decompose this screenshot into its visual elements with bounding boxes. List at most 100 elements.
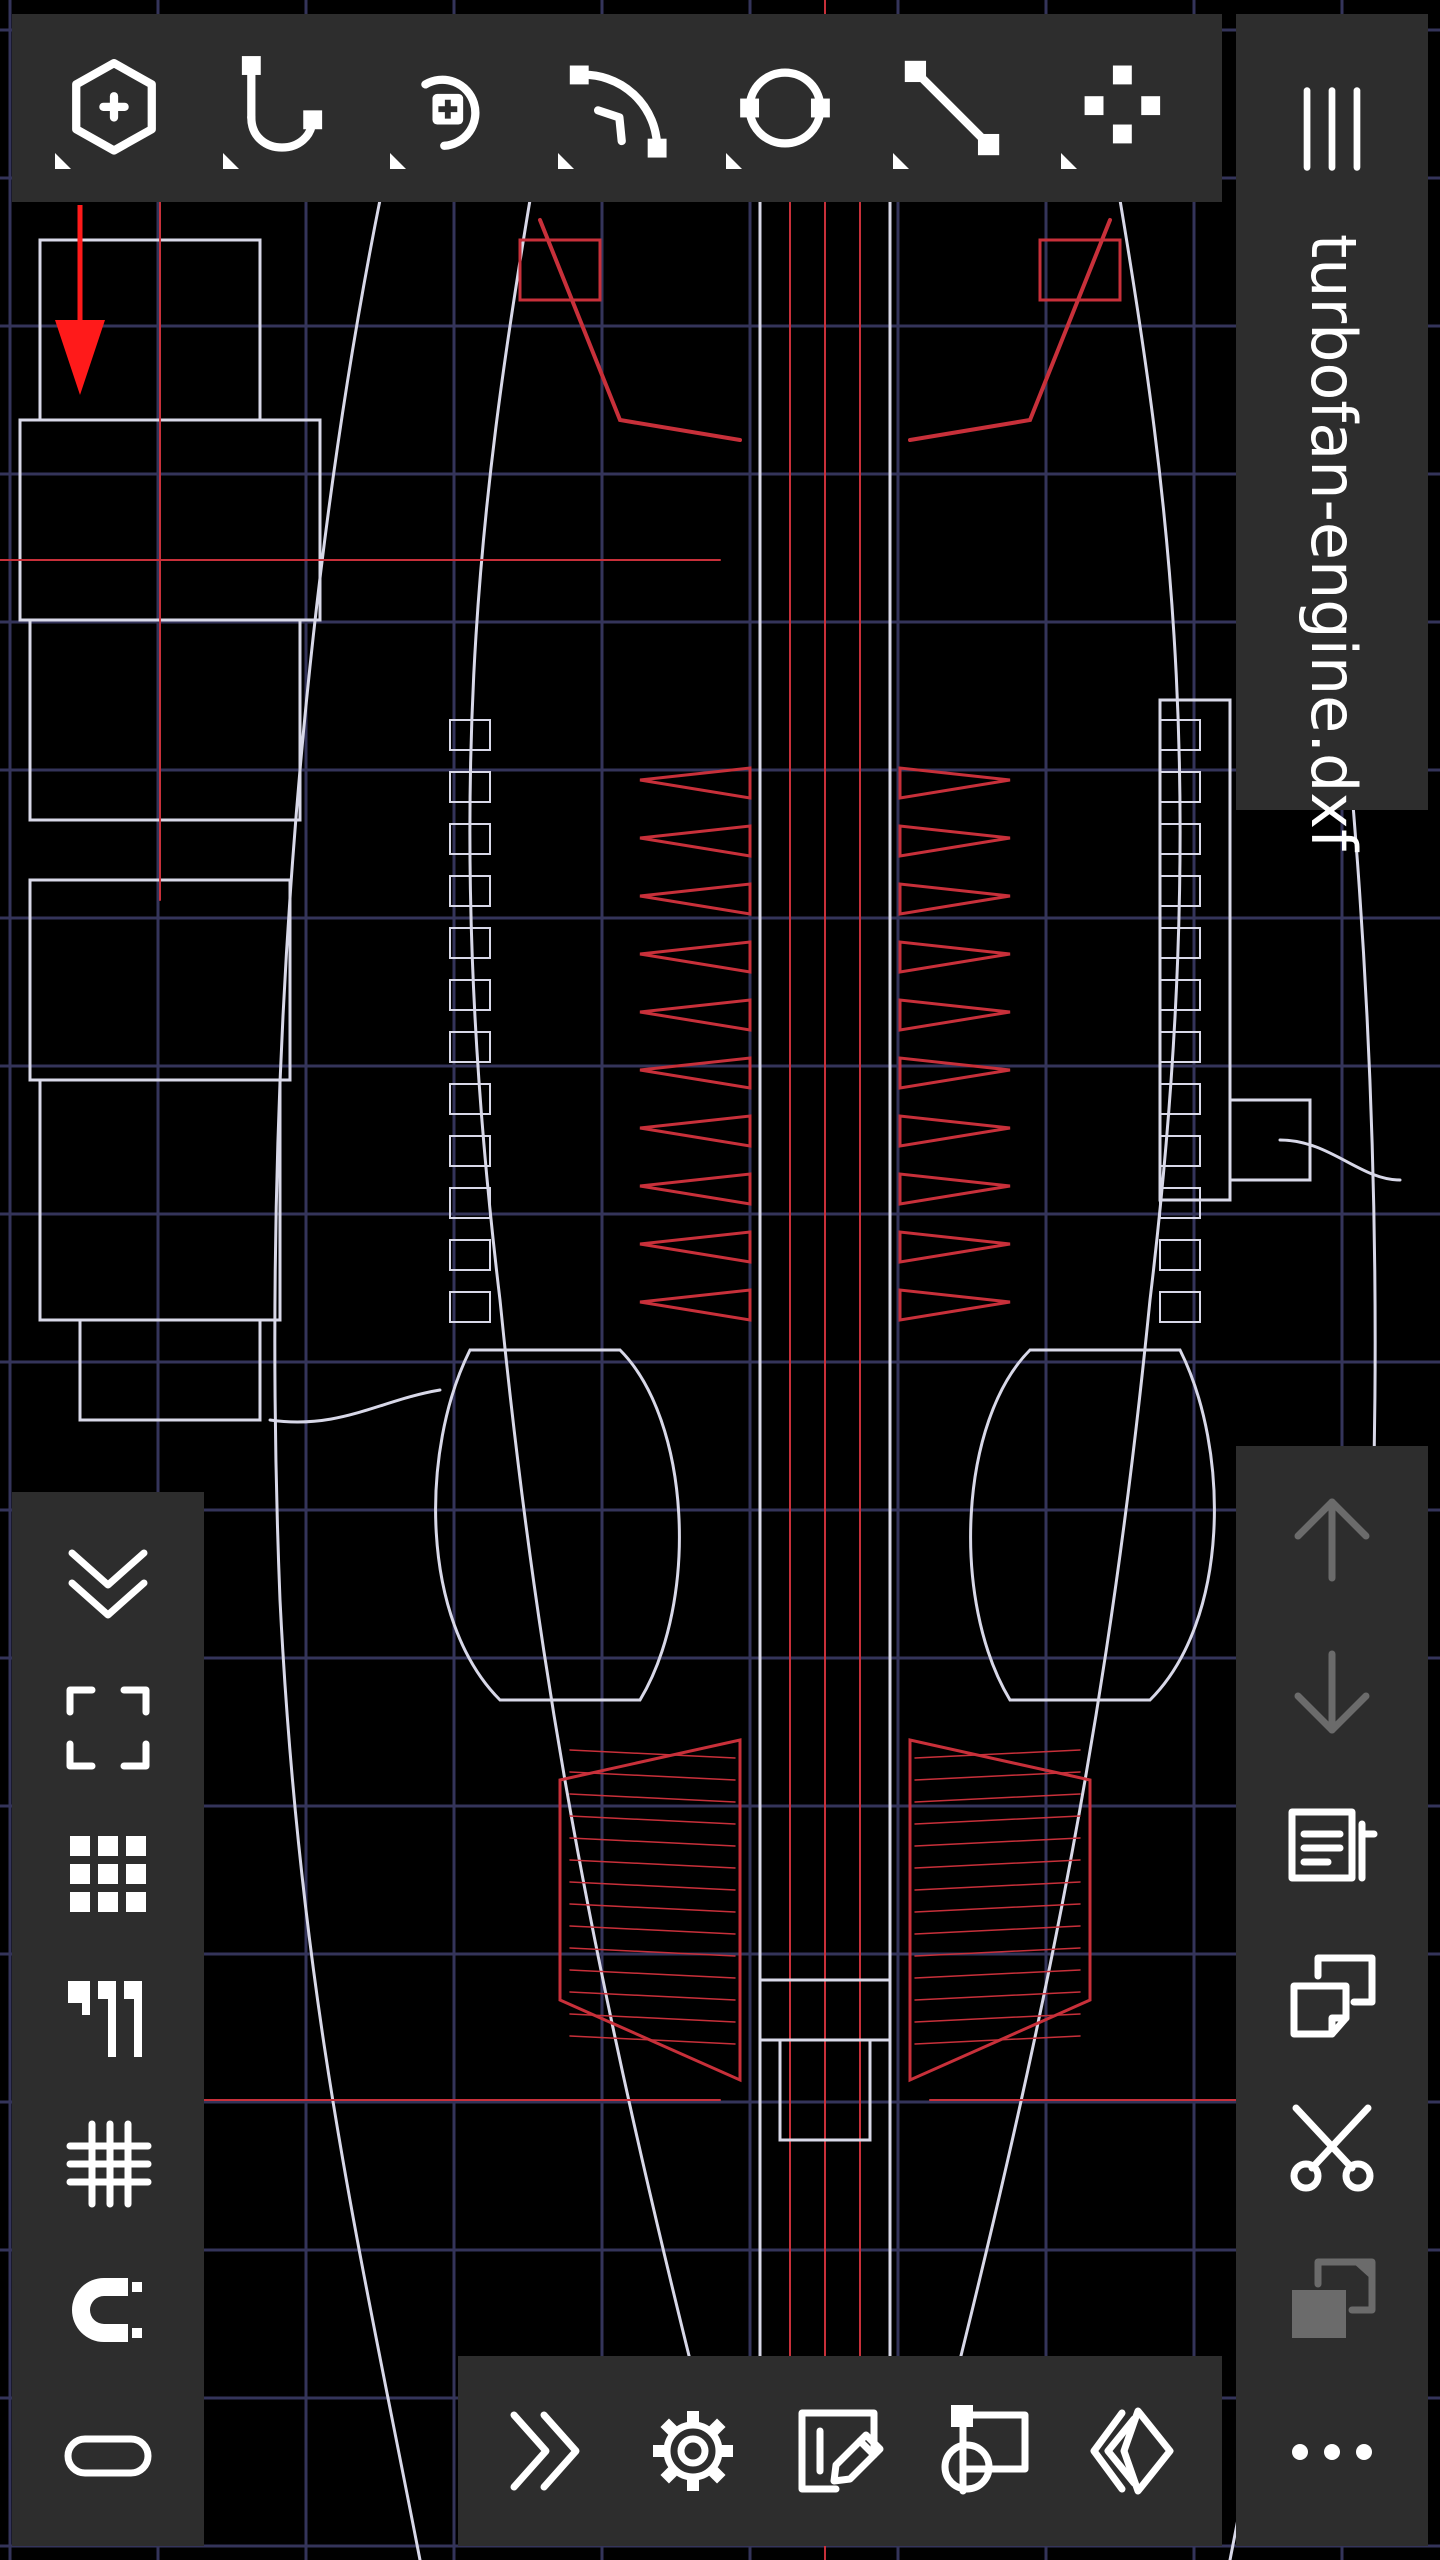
hatch-line xyxy=(569,1815,736,1825)
hatch-line xyxy=(914,1969,1081,1979)
bracket xyxy=(1038,238,1122,302)
stator-vane-right xyxy=(1159,875,1201,907)
shaft-coupling xyxy=(778,2038,872,2142)
stator-vane-left xyxy=(449,1031,491,1063)
hatch-line xyxy=(914,2013,1081,2023)
stator-vane-right xyxy=(1159,1083,1201,1115)
stator-vane-left xyxy=(449,1291,491,1323)
selection-arrow xyxy=(55,205,105,395)
hatch-line xyxy=(569,1903,736,1913)
submenu-corner xyxy=(1061,153,1078,169)
pump-housing xyxy=(28,878,292,1082)
double-chevron-down-icon xyxy=(68,1549,148,1619)
compressor-blade-right xyxy=(898,998,1011,1032)
geometry-tools-icon xyxy=(941,2405,1029,2495)
polyline-tool-button[interactable] xyxy=(207,33,357,183)
stator-vane-right xyxy=(1159,1239,1201,1271)
bracket xyxy=(518,238,602,302)
properties-icon xyxy=(1288,1808,1378,1882)
hatch-line xyxy=(569,2035,736,2045)
pump-body xyxy=(38,1078,282,1322)
compressor-blade-left xyxy=(639,766,752,800)
grid-icon xyxy=(66,2120,152,2208)
edit-drawing-button[interactable] xyxy=(766,2386,913,2516)
menu-button[interactable] xyxy=(1252,54,1412,204)
gearbox-body xyxy=(18,418,322,622)
hatch-line xyxy=(914,1881,1081,1891)
compressor-blade-left xyxy=(639,940,752,974)
dot-grid-icon xyxy=(70,1835,146,1912)
node-points-tool-button[interactable] xyxy=(1045,33,1195,183)
document-panel: turbofan-engine.dxf xyxy=(1236,14,1428,851)
stator-vane-left xyxy=(449,771,491,803)
pipe xyxy=(1278,1138,1402,1182)
hatch-line xyxy=(569,1859,736,1869)
edit-drawing-icon xyxy=(798,2409,884,2493)
draw-toolbar xyxy=(12,14,1222,202)
geometry-tools-button[interactable] xyxy=(914,2386,1061,2516)
compressor-blade-left xyxy=(639,1172,752,1206)
stator-vane-left xyxy=(449,1135,491,1167)
file-title: turbofan-engine.dxf xyxy=(1297,234,1370,851)
point-tool-button[interactable] xyxy=(39,33,189,183)
node-points-icon xyxy=(1084,65,1161,144)
collapse-toolbar-button[interactable] xyxy=(28,1518,188,1648)
stator-vane-left xyxy=(449,875,491,907)
stator-vane-left xyxy=(449,719,491,751)
hatch-line xyxy=(569,1749,736,1759)
hatch-line xyxy=(569,1881,736,1891)
hatch-button[interactable] xyxy=(28,1954,188,2084)
line-tool-button[interactable] xyxy=(877,33,1027,183)
snap-magnet-button[interactable] xyxy=(28,2245,188,2375)
submenu-corner xyxy=(54,153,71,169)
submenu-corner xyxy=(222,153,239,169)
turbine-disc-left xyxy=(558,1738,742,2083)
polyline-curve-icon xyxy=(241,56,322,152)
move-down-button[interactable] xyxy=(1252,1627,1412,1757)
vertical-menu-icon xyxy=(1303,87,1361,171)
dot-grid-button[interactable] xyxy=(28,1809,188,1939)
properties-button[interactable] xyxy=(1252,1779,1412,1909)
paste-button[interactable] xyxy=(1252,1931,1412,2061)
grid-button[interactable] xyxy=(28,2099,188,2229)
layers-icon xyxy=(1090,2407,1174,2495)
more-options-button[interactable] xyxy=(1252,2387,1412,2517)
stator-vane-right xyxy=(1159,979,1201,1011)
fan-frame-right xyxy=(908,218,1112,442)
fan-frame-left xyxy=(538,218,742,442)
submenu-corner xyxy=(893,153,910,169)
hatch-line xyxy=(914,1793,1081,1803)
compressor-blade-right xyxy=(898,1288,1011,1322)
point-hexagon-icon xyxy=(71,59,156,155)
copy-button[interactable] xyxy=(1252,2235,1412,2365)
move-up-button[interactable] xyxy=(1252,1475,1412,1605)
arc-tool-button[interactable] xyxy=(542,33,692,183)
arrow-up-icon xyxy=(1294,1498,1370,1582)
compressor-blade-left xyxy=(639,998,752,1032)
compressor-blade-left xyxy=(639,1056,752,1090)
submenu-corner xyxy=(725,153,742,169)
settings-button[interactable] xyxy=(619,2386,766,2516)
shape-button[interactable] xyxy=(28,2390,188,2520)
stator-vane-right xyxy=(1159,1187,1201,1219)
fullscreen-button[interactable] xyxy=(28,1663,188,1793)
double-chevron-right-icon xyxy=(510,2411,580,2491)
compressor-blade-right xyxy=(898,882,1011,916)
stator-vane-left xyxy=(449,1083,491,1115)
hatch-line xyxy=(914,2035,1081,2045)
pump-base xyxy=(78,1318,262,1422)
magnet-icon xyxy=(72,2277,144,2342)
circle-add-tool-button[interactable] xyxy=(374,33,524,183)
compressor-blade-right xyxy=(898,1172,1011,1206)
stator-vane-right xyxy=(1159,719,1201,751)
compressor-blade-left xyxy=(639,882,752,916)
stator-vane-left xyxy=(449,1187,491,1219)
compressor-blade-left xyxy=(639,1288,752,1322)
compressor-blade-right xyxy=(898,940,1011,974)
layers-button[interactable] xyxy=(1061,2386,1208,2516)
circle-tool-button[interactable] xyxy=(710,33,860,183)
expand-toolbar-button[interactable] xyxy=(472,2386,619,2516)
cut-button[interactable] xyxy=(1252,2083,1412,2213)
stator-vane-right xyxy=(1159,823,1201,855)
